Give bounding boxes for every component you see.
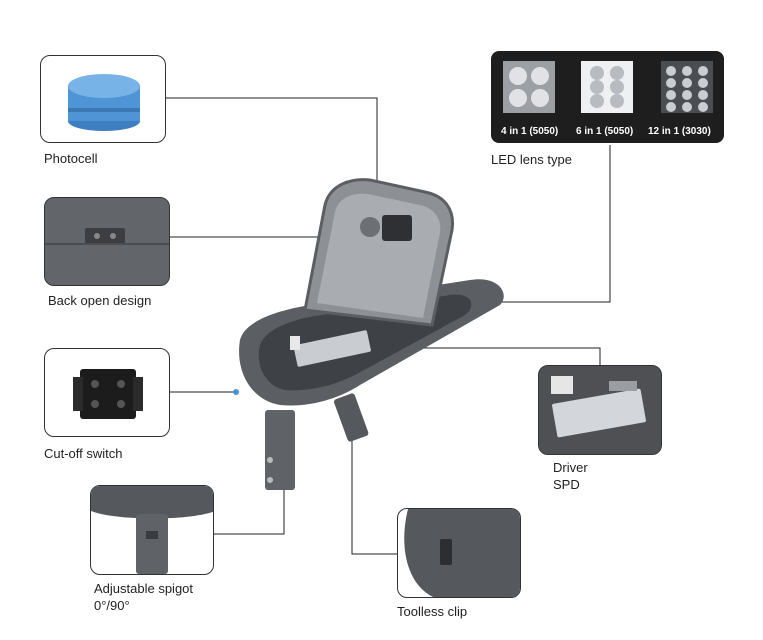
led-lens-label: LED lens type — [491, 152, 572, 167]
luminaire-illustration — [239, 178, 504, 490]
driver-label: Driver SPD — [553, 459, 588, 493]
led-lens-leader — [466, 145, 611, 303]
cutoff-image — [44, 348, 170, 437]
driver-label-line1: Driver — [553, 460, 588, 475]
toolless-label: Toolless clip — [397, 604, 468, 619]
driver-icon — [539, 366, 661, 454]
back-open-image — [44, 197, 170, 286]
spigot-label-line2: 0°/90° — [94, 598, 130, 613]
driver-label-line2: SPD — [553, 477, 580, 492]
cutoff-label: Cut-off switch — [44, 446, 123, 461]
photocell-label: Photocell — [44, 151, 98, 166]
lens-caption-4in1: 4 in 1 (5050) — [501, 126, 559, 137]
lens-4in1-icon — [503, 61, 555, 113]
spigot-label: Adjustable spigot 0°/90° — [94, 580, 193, 614]
toolless-leader — [351, 430, 397, 555]
lens-caption-6in1: 6 in 1 (5050) — [576, 126, 634, 137]
driver-leader — [350, 347, 601, 365]
toolless-image — [397, 508, 521, 598]
hinge-icon — [45, 198, 169, 285]
lens-caption-12in1: 12 in 1 (3030) — [648, 126, 711, 137]
photocell-image — [40, 55, 166, 143]
photocell-icon — [68, 74, 140, 131]
clip-icon — [404, 509, 520, 597]
switch-icon — [73, 369, 143, 419]
photocell-leader — [166, 97, 378, 215]
lens-12in1-icon — [661, 61, 713, 113]
lens-6in1-icon — [581, 61, 633, 113]
spigot-icon — [91, 486, 213, 574]
spigot-label-line1: Adjustable spigot — [94, 581, 194, 596]
back-open-label: Back open design — [48, 293, 152, 308]
spigot-image — [90, 485, 214, 575]
driver-image — [538, 365, 662, 455]
led-lens-panel: 4 in 1 (5050) 6 in 1 (5050) 12 in 1 (303… — [491, 51, 724, 143]
cutoff-dot — [233, 389, 239, 395]
